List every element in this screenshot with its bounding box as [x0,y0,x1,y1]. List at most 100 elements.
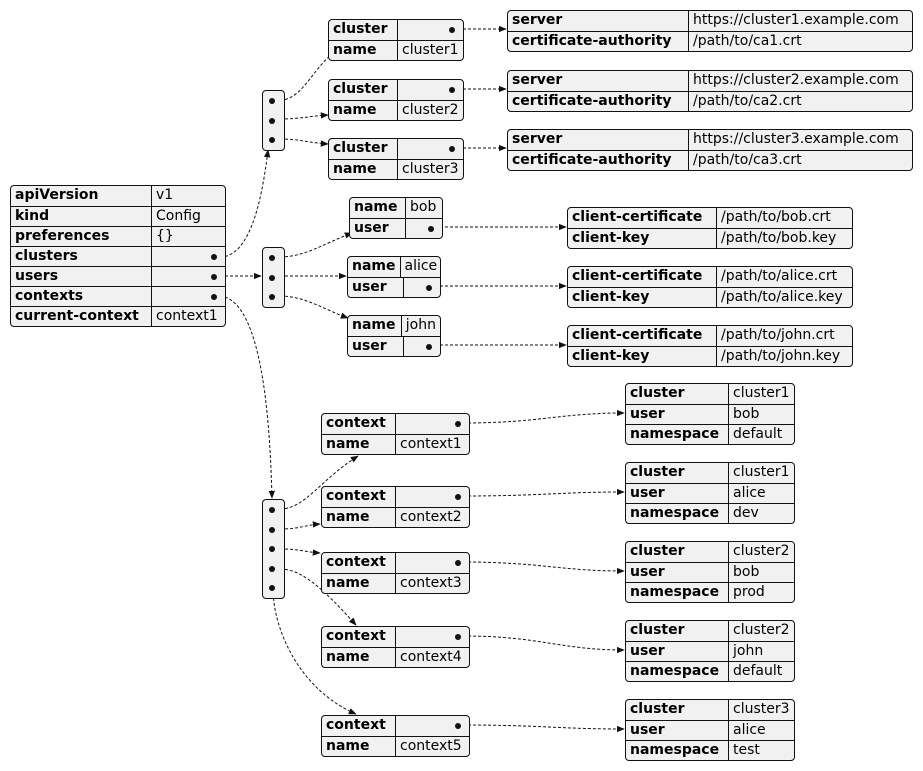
context-user: alice [728,484,794,503]
root-config-table-row: clusters [11,246,225,266]
key-key: client-key [572,289,650,305]
namespace-key: namespace [630,426,720,442]
server-url: https://cluster1.example.com [688,11,912,31]
user-key: user [630,722,665,738]
user-credentials-table-row: client-key/path/to/john.key [568,346,852,366]
cluster-key: cluster [630,622,685,638]
clusters-array [262,90,285,151]
context-namespace: dev [728,504,794,523]
cluster-name: cluster1 [397,41,463,60]
name-key: name [352,317,396,333]
edge-context-detail-4 [462,724,625,733]
edge-users-2 [279,295,349,319]
reference-dot [395,414,469,434]
root-value-apiVersion: v1 [151,186,225,206]
edge-clusters-0 [279,47,343,101]
reference-dot [397,80,463,100]
user-credentials-table-row: client-key/path/to/alice.key [568,287,852,307]
context-namespace: prod [728,583,794,602]
server-url: https://cluster2.example.com [688,71,912,91]
context-entry-table-row: context [322,414,469,434]
name-key: name [333,161,377,177]
edge-contexts-1 [279,521,321,530]
namespace-key: namespace [630,584,720,600]
cluster-entry-table-row: name cluster1 [329,40,463,60]
ca-path: /path/to/ca1.crt [688,32,912,51]
reference-dot [151,267,225,286]
root-config-table-row: preferences{} [11,226,225,246]
user-credentials-table-row: client-certificate/path/to/bob.crt [568,208,852,228]
user-key: user [352,338,387,354]
array-element-dot [263,130,284,150]
array-element-dot [263,539,284,559]
array-element-dot [263,287,284,307]
root-config-table-row: contexts [11,286,225,306]
user-key: user [630,485,665,501]
key-path: /path/to/bob.key [716,229,852,248]
context-cluster: cluster1 [728,384,794,404]
user-key: user [630,406,665,422]
reference-dot [397,20,463,40]
context-user: bob [728,563,794,582]
edge-root-clusters [219,149,271,258]
cert-path: /path/to/john.crt [716,326,852,346]
name-key: name [326,575,370,591]
context-key: context [326,628,386,644]
name-key: name [333,42,377,58]
array-element-dot [263,520,284,540]
ca-key: certificate-authority [512,93,672,109]
context-key: context [326,717,386,733]
array-element-dot [263,578,284,598]
root-key-contexts: contexts [15,288,84,304]
namespace-key: namespace [630,742,720,758]
context-key: context [326,415,386,431]
root-config-table-row: users [11,266,225,286]
edge-context-detail-2 [462,561,625,575]
cluster-detail-table-row: certificate-authority/path/to/ca3.crt [508,150,912,170]
cluster-entry-table-row: cluster [329,20,463,40]
user-entry-table-row: user [350,218,442,238]
key-key: client-key [572,348,650,364]
context-cluster: cluster1 [728,463,794,483]
cluster-entry-table: cluster name cluster1 [328,19,464,61]
user-name: bob [405,198,442,218]
context-detail-table-row: user alice [626,483,794,503]
context-name: context3 [395,574,469,593]
key-path: /path/to/alice.key [716,288,852,307]
context-key: context [326,488,386,504]
reference-dot [151,247,225,266]
ca-key: certificate-authority [512,33,672,49]
context-entry-table-row: name context4 [322,647,469,667]
context-entry-table: context name context4 [321,626,470,668]
edge-users-0 [279,232,353,258]
cluster-name: cluster2 [397,101,463,120]
edge-root-contexts [219,295,276,499]
context-name: context5 [395,737,469,756]
context-name: context4 [395,648,469,667]
name-key: name [326,649,370,665]
context-name: context2 [395,508,469,527]
reference-dot [405,219,442,238]
key-path: /path/to/john.key [716,347,852,366]
